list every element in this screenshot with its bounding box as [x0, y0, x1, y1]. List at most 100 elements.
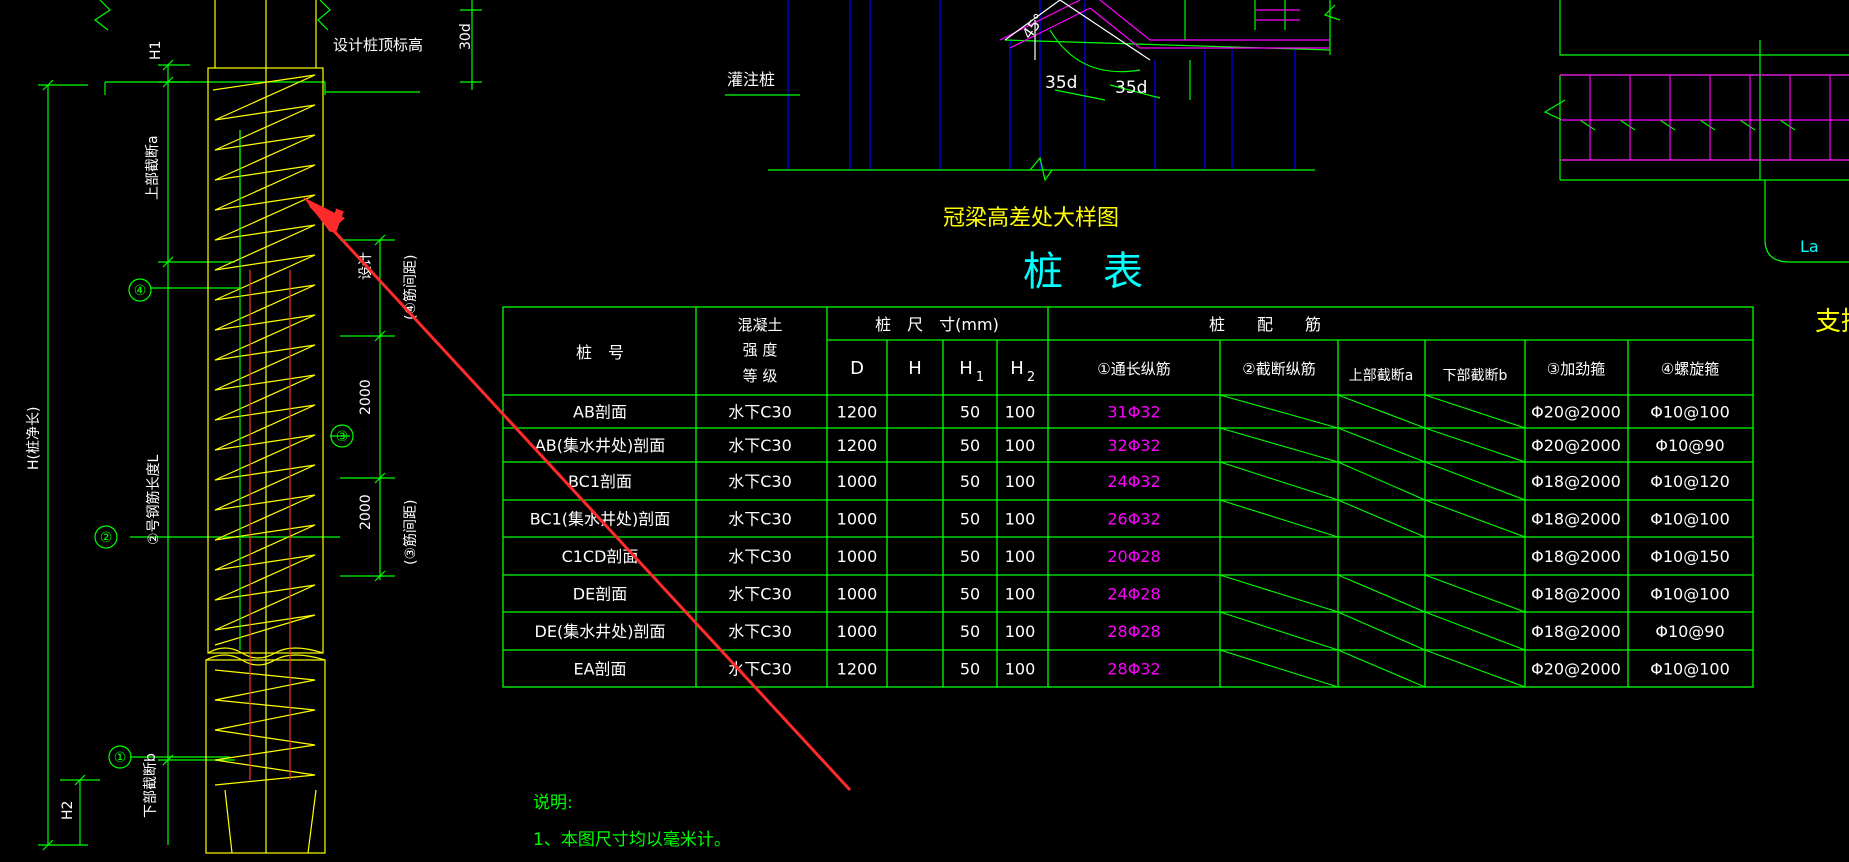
label-h1: H1 — [148, 41, 164, 60]
cell-h1: 50 — [960, 660, 980, 679]
cell-grade: 水下C30 — [728, 472, 792, 491]
label-bar2-length: ②号钢筋长度L — [145, 454, 162, 545]
callout-bar2: ② — [100, 530, 113, 546]
label-2000-lower: 2000 — [358, 494, 374, 530]
cell-bar4: Φ10@90 — [1655, 622, 1724, 641]
header-size-group: 桩 尺 寸(mm) — [875, 315, 999, 334]
table-row: BC1(集水井处)剖面水下C3010005010026Φ32Φ18@2000Φ1… — [530, 510, 1730, 529]
label-h2: H2 — [60, 801, 76, 820]
header-h1-sub: 1 — [976, 370, 984, 385]
cell-h1: 50 — [960, 585, 980, 604]
cell-d: 1200 — [837, 436, 878, 455]
table-na-diagonals — [1219, 394, 1526, 688]
cell-h2: 100 — [1005, 585, 1036, 604]
cell-h2: 100 — [1005, 403, 1036, 422]
header-concrete-1: 混凝土 — [737, 316, 782, 334]
header-bar1: ①通长纵筋 — [1097, 360, 1170, 378]
header-bar3: ③加劲箍 — [1547, 360, 1605, 378]
cell-bar4: Φ10@120 — [1650, 472, 1730, 491]
cell-h1: 50 — [960, 547, 980, 566]
header-pile-no: 桩 号 — [576, 343, 624, 362]
cell-name: AB剖面 — [573, 403, 627, 422]
cell-bar4: Φ10@100 — [1650, 660, 1730, 679]
label-design-top-elevation: 设计桩顶标高 — [333, 36, 423, 54]
cell-bar3: Φ18@2000 — [1531, 472, 1621, 491]
cell-bar1: 32Φ32 — [1107, 436, 1160, 455]
cell-bar3: Φ20@2000 — [1531, 436, 1621, 455]
cell-bar3: Φ18@2000 — [1531, 547, 1621, 566]
label-lower-cut-b: 下部截断b — [143, 753, 159, 818]
table-row: C1CD剖面 水下C30 1000 50 100 20Φ28 Φ18@2000 Φ10@150 — [562, 547, 1730, 566]
header-d: D — [850, 358, 864, 379]
cell-d: 1000 — [837, 510, 878, 529]
cell-grade: 水下C30 — [728, 403, 792, 422]
header-h1: H — [959, 358, 973, 379]
label-45deg: 45° — [1019, 10, 1049, 42]
cell-h2: 100 — [1005, 660, 1036, 679]
cell-bar4: Φ10@150 — [1650, 547, 1730, 566]
notes-title: 说明: — [533, 793, 573, 813]
header-bar2: ②截断纵筋 — [1242, 360, 1315, 378]
label-2000-upper: 2000 — [358, 379, 374, 415]
cell-d: 1000 — [837, 585, 878, 604]
header-h2-sub: 2 — [1027, 370, 1035, 385]
header-concrete-3: 等 级 — [743, 367, 778, 385]
cell-h1: 50 — [960, 472, 980, 491]
cell-bar4: Φ10@100 — [1650, 403, 1730, 422]
table-grid — [502, 306, 1754, 688]
cell-grade: 水下C30 — [728, 622, 792, 641]
cell-grade: 水下C30 — [728, 436, 792, 455]
cell-bar1: 28Φ28 — [1107, 622, 1160, 641]
cell-name: DE(集水井处)剖面 — [535, 622, 666, 641]
pile-table: 桩 号 混凝土 强 度 等 级 桩 尺 寸(mm) 桩 配 筋 D H H 1 … — [502, 306, 1754, 688]
cell-bar3: Φ20@2000 — [1531, 660, 1621, 679]
support-detail — [1543, 0, 1849, 263]
cell-bar1: 26Φ32 — [1107, 510, 1160, 529]
cell-h1: 50 — [960, 622, 980, 641]
cell-bar1: 20Φ28 — [1107, 547, 1160, 566]
cell-grade: 水下C30 — [728, 510, 792, 529]
cell-bar4: Φ10@100 — [1650, 510, 1730, 529]
label-35d-left: 35d — [1045, 73, 1077, 93]
cell-bar3: Φ18@2000 — [1531, 510, 1621, 529]
cell-h2: 100 — [1005, 622, 1036, 641]
cell-bar1: 24Φ32 — [1107, 472, 1160, 491]
label-bar3-spacing: (③筋间距) — [402, 500, 419, 565]
cell-bar1: 24Φ28 — [1107, 585, 1160, 604]
callout-bar1: ① — [114, 750, 127, 766]
cell-d: 1000 — [837, 547, 878, 566]
label-la: La — [1800, 237, 1819, 256]
annotation-arrow-icon — [303, 197, 852, 792]
cell-d: 1200 — [837, 660, 878, 679]
header-h: H — [908, 358, 922, 379]
header-upper-cut: 上部截断a — [1349, 368, 1414, 384]
cell-name: AB(集水井处)剖面 — [535, 436, 665, 455]
cell-h2: 100 — [1005, 472, 1036, 491]
cell-d: 1200 — [837, 403, 878, 422]
notes-line-1: 1、本图尺寸均以毫米计。 — [533, 830, 731, 850]
cell-bar1: 31Φ32 — [1107, 403, 1160, 422]
header-bar4: ④螺旋箍 — [1661, 360, 1719, 378]
cell-name: C1CD剖面 — [562, 547, 639, 566]
cell-bar3: Φ18@2000 — [1531, 585, 1621, 604]
cell-d: 1000 — [837, 622, 878, 641]
cell-h1: 50 — [960, 436, 980, 455]
cell-grade: 水下C30 — [728, 585, 792, 604]
callout-bar3: ③ — [336, 429, 349, 445]
pile-section-detail — [38, 0, 482, 854]
cell-h1: 50 — [960, 403, 980, 422]
table-title: 桩 表 — [1023, 249, 1143, 295]
cell-grade: 水下C30 — [728, 547, 792, 566]
header-concrete-2: 强 度 — [743, 341, 778, 359]
cell-bar3: Φ20@2000 — [1531, 403, 1621, 422]
header-h2: H — [1010, 358, 1024, 379]
cell-name: DE剖面 — [573, 585, 627, 604]
cell-h2: 100 — [1005, 547, 1036, 566]
label-pile-type: 灌注桩 — [727, 70, 775, 89]
label-bar4-spacing: (④筋间距) — [402, 255, 419, 320]
